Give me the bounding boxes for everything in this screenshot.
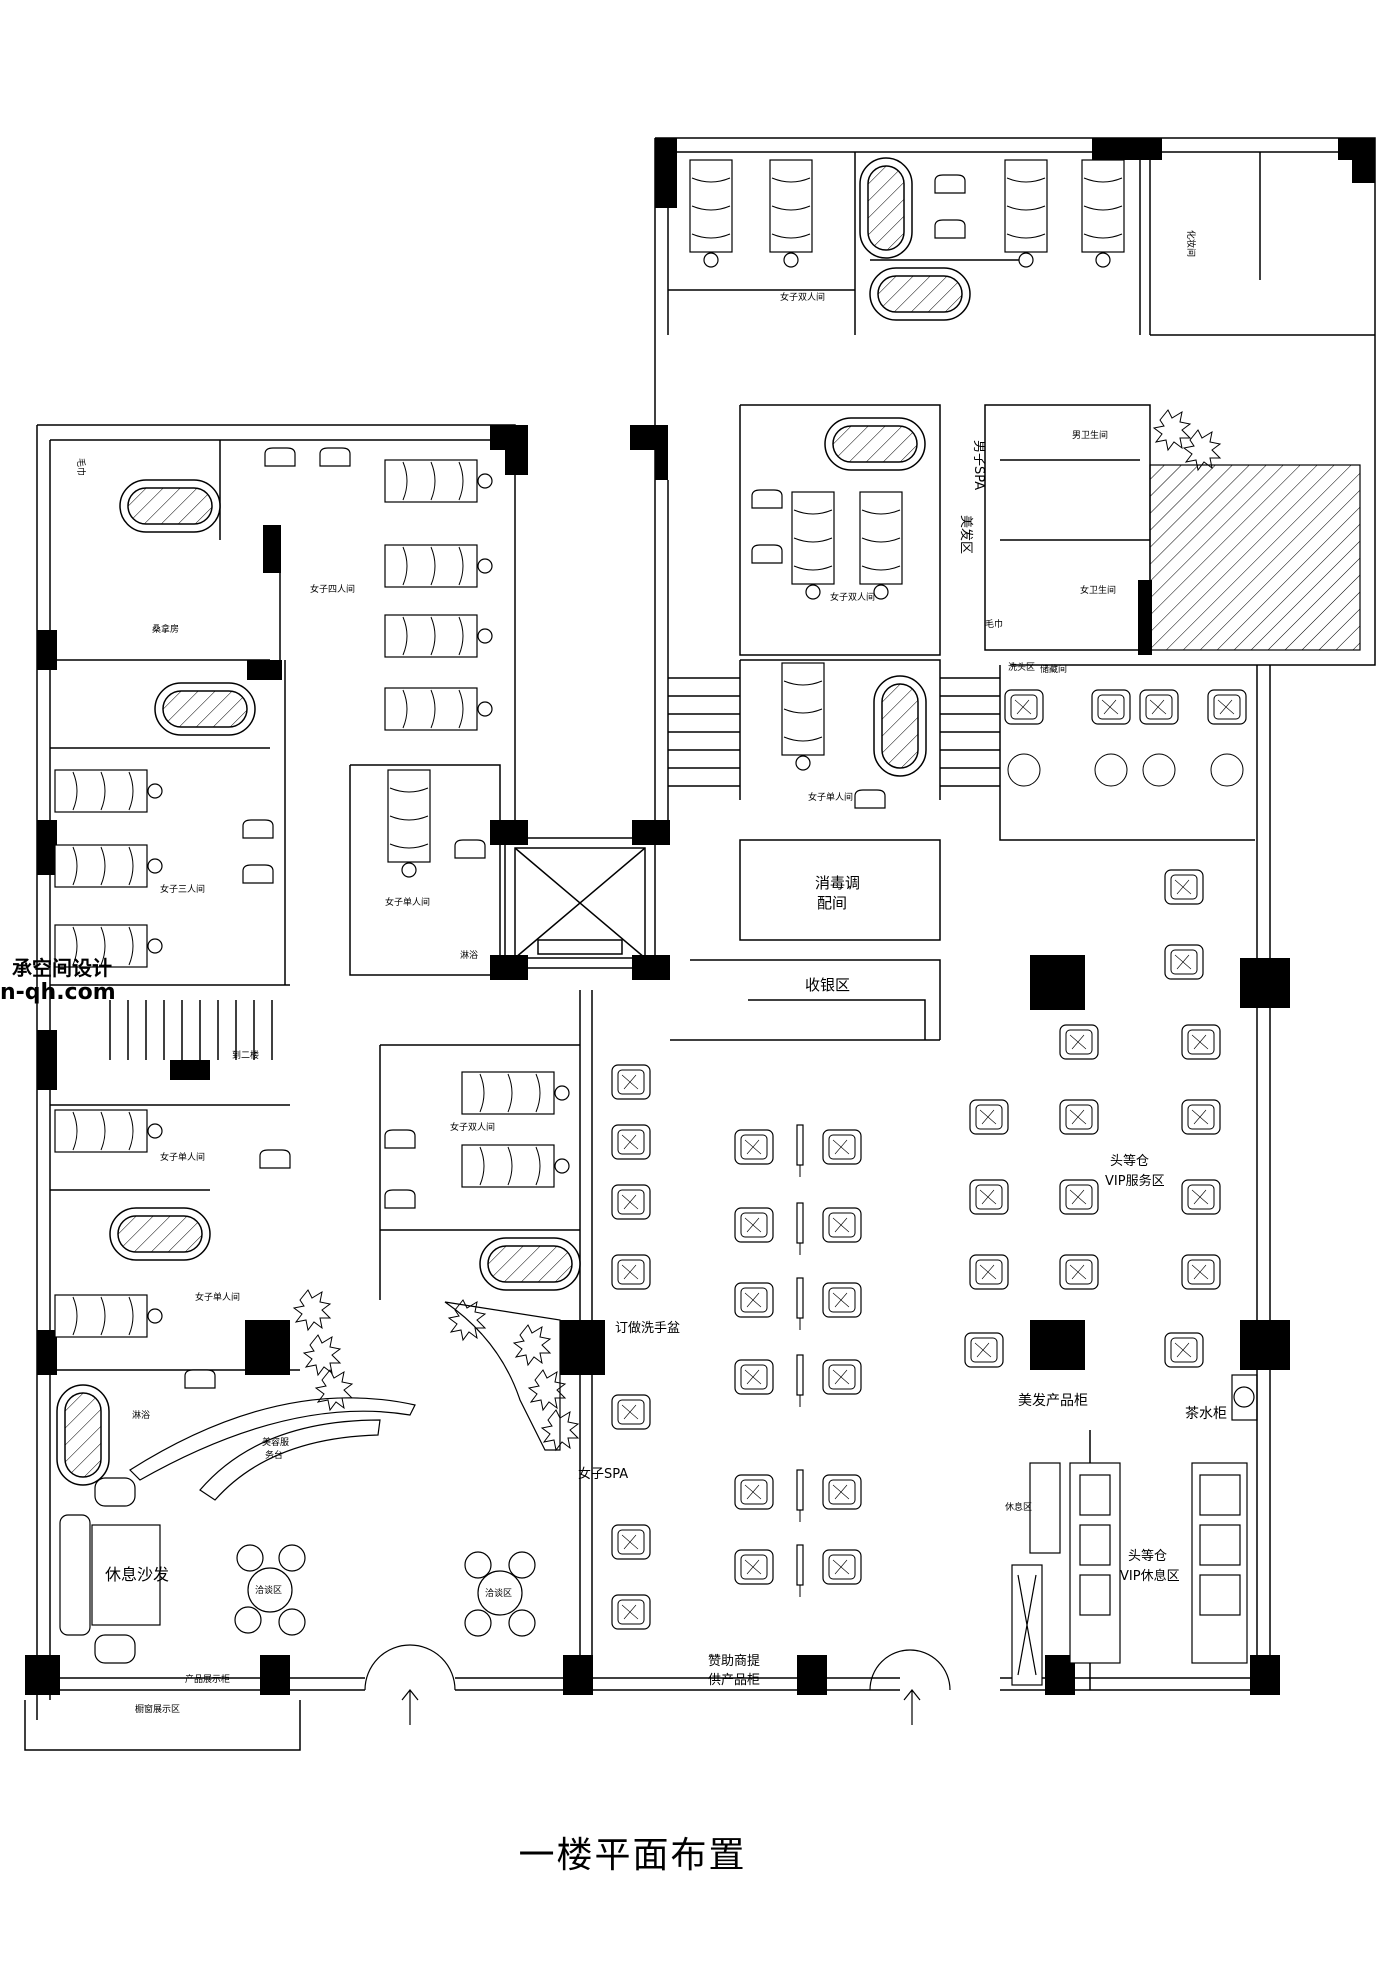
label-rest-sofa: 休息沙发 <box>105 1565 169 1584</box>
label-disinfect-2: 配间 <box>817 894 847 912</box>
label-shower-b: 淋浴 <box>132 1409 150 1421</box>
label-hair-products: 美发产品柜 <box>1018 1393 1088 1409</box>
negotiation-tables <box>234 1544 536 1637</box>
label-beauty-desk-2: 务台 <box>265 1449 283 1461</box>
label-makeup: 化妆间 <box>1185 230 1197 257</box>
hatched-area <box>1149 464 1361 651</box>
label-hair-zone: 美发区 <box>958 515 974 554</box>
label-wash-basin: 订做洗手盆 <box>615 1321 680 1336</box>
label-m-spa: 男子SPA <box>971 440 986 490</box>
label-f-three: 女子三人间 <box>160 883 205 895</box>
label-f-four: 女子四人间 <box>310 583 355 595</box>
room-labels: 女子双人间 女子双人间 女子单人间 女子四人间 女子三人间 女子单人间 女子单人… <box>75 230 1227 1715</box>
label-storage: 储藏间 <box>1040 663 1067 675</box>
label-wash-room: 洗头区 <box>1008 661 1035 673</box>
walls <box>24 137 1376 1751</box>
label-sauna: 桑拿房 <box>152 623 179 635</box>
label-f-double-mid: 女子双人间 <box>830 591 875 603</box>
label-negotiation-b: 洽谈区 <box>485 1587 512 1599</box>
label-rest-zone: 休息区 <box>1005 1501 1032 1513</box>
label-towel-b: 毛巾 <box>75 458 87 476</box>
label-vip-service-1: 头等仓 <box>1110 1153 1149 1169</box>
label-disinfect-1: 消毒调 <box>815 874 860 892</box>
watermark-line2: n-qh.com <box>0 980 116 1005</box>
vip-rest-seating <box>1011 1462 1248 1686</box>
label-f-spa: 女子SPA <box>578 1466 628 1482</box>
drawing-title: 一楼平面布置 <box>518 1835 747 1876</box>
label-cashier: 收银区 <box>805 976 850 994</box>
label-product-cabinet: 产品展示柜 <box>185 1673 230 1685</box>
label-f-single-a: 女子单人间 <box>385 896 430 908</box>
label-tea-cabinet: 茶水柜 <box>1185 1406 1227 1422</box>
label-beauty-desk-1: 美容服 <box>262 1436 289 1448</box>
label-product-1: 赞助商提 <box>708 1653 760 1669</box>
label-f-double-top: 女子双人间 <box>780 291 825 303</box>
label-f-single-mid: 女子单人间 <box>808 791 853 803</box>
entrance-doors <box>364 1644 951 1725</box>
label-negotiation-a: 洽谈区 <box>255 1584 282 1596</box>
label-vip-rest-1: 头等仓 <box>1128 1548 1167 1564</box>
label-women-wc: 女卫生间 <box>1080 584 1116 596</box>
label-towel: 毛巾 <box>985 618 1003 630</box>
reception-desk <box>129 1397 416 1501</box>
label-vip-service-2: VIP服务区 <box>1105 1173 1165 1189</box>
stools <box>184 174 966 1389</box>
tea-cabinet <box>1231 1374 1258 1421</box>
label-product-2: 供产品柜 <box>708 1673 760 1688</box>
label-vip-rest-2: VIP休息区 <box>1120 1568 1180 1584</box>
label-to-second: 到二楼 <box>232 1049 259 1061</box>
wash-chairs <box>1004 689 1247 787</box>
label-display: 橱窗展示区 <box>135 1703 180 1715</box>
hair-chairs <box>611 869 1221 1630</box>
rest-sofa <box>59 1477 161 1664</box>
label-shower: 淋浴 <box>460 949 478 961</box>
columns <box>25 138 1375 1695</box>
label-f-single-b: 女子单人间 <box>160 1151 205 1163</box>
label-men-wc: 男卫生间 <box>1072 429 1108 441</box>
label-f-double-low: 女子双人间 <box>450 1121 495 1133</box>
label-f-single-c: 女子单人间 <box>195 1291 240 1303</box>
watermark-line1: 承空间设计 <box>12 956 112 980</box>
